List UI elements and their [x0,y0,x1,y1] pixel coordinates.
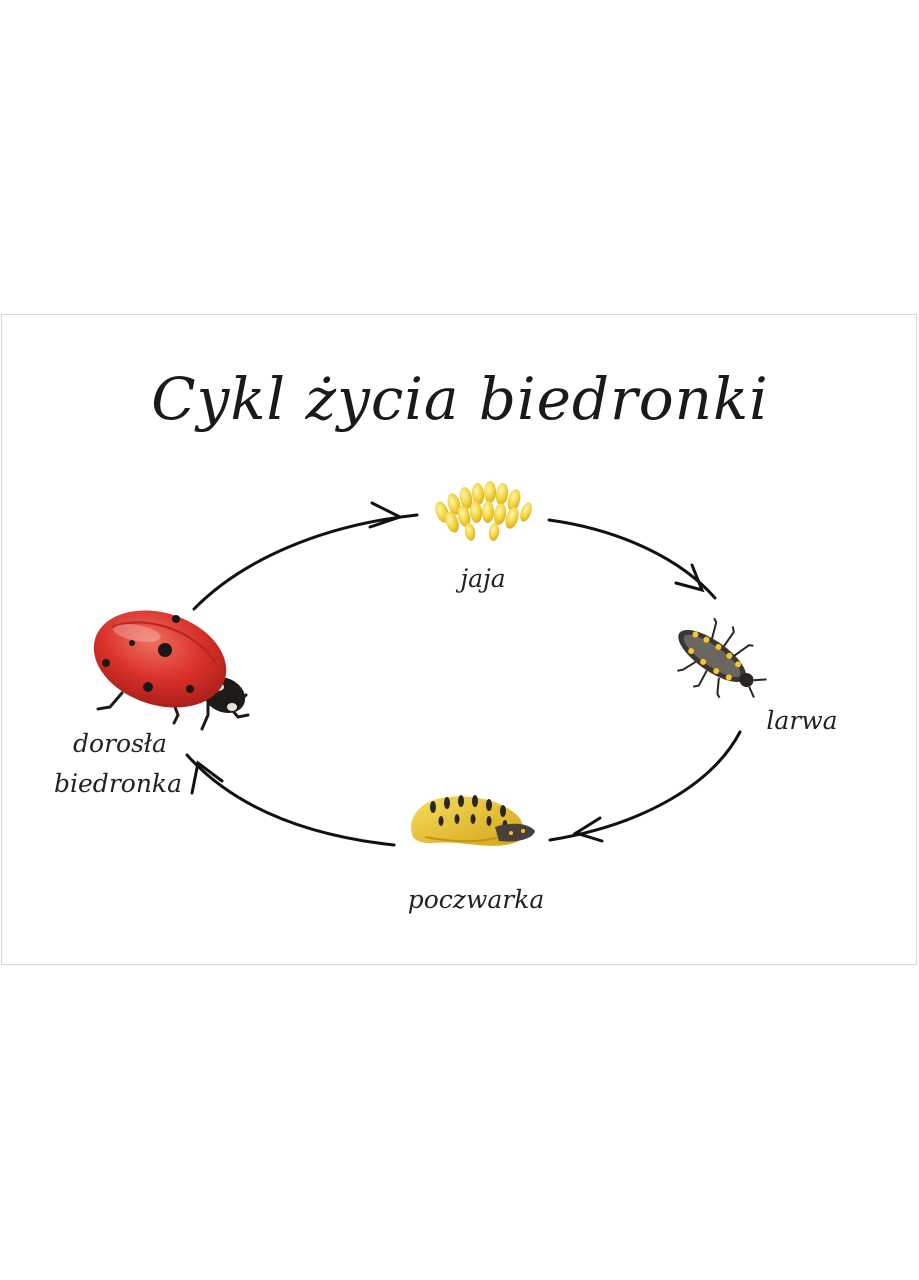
pupa-label: poczwarka [408,885,545,914]
arrow-eggs-to-larva [547,518,717,600]
arrowhead-adult-to-eggs [368,501,404,529]
eggs-label: jaja [455,564,505,593]
arrowhead-pupa-to-adult [190,760,224,795]
larva-label: larwa [766,706,837,735]
larva-illustration [677,617,767,699]
lifecycle-diagram: jaja larwa [54,481,838,914]
cycle-arrows [185,501,742,847]
eggs-illustration [435,481,532,541]
pupa-illustration [411,795,535,846]
arrow-larva-to-pupa [548,730,742,842]
adult-ladybug-illustration [93,610,250,731]
arrow-adult-to-eggs [192,513,419,611]
arrowhead-eggs-to-larva [674,563,705,593]
arrowhead-larva-to-pupa [572,816,604,843]
arrow-pupa-to-adult [185,753,396,847]
adult-label-line2: biedronka [54,769,182,798]
page-title: Cykl życia biedronki [151,365,769,433]
adult-label-line1: dorosła [73,729,167,758]
lifecycle-card: Cykl życia biedronki [1,314,917,965]
